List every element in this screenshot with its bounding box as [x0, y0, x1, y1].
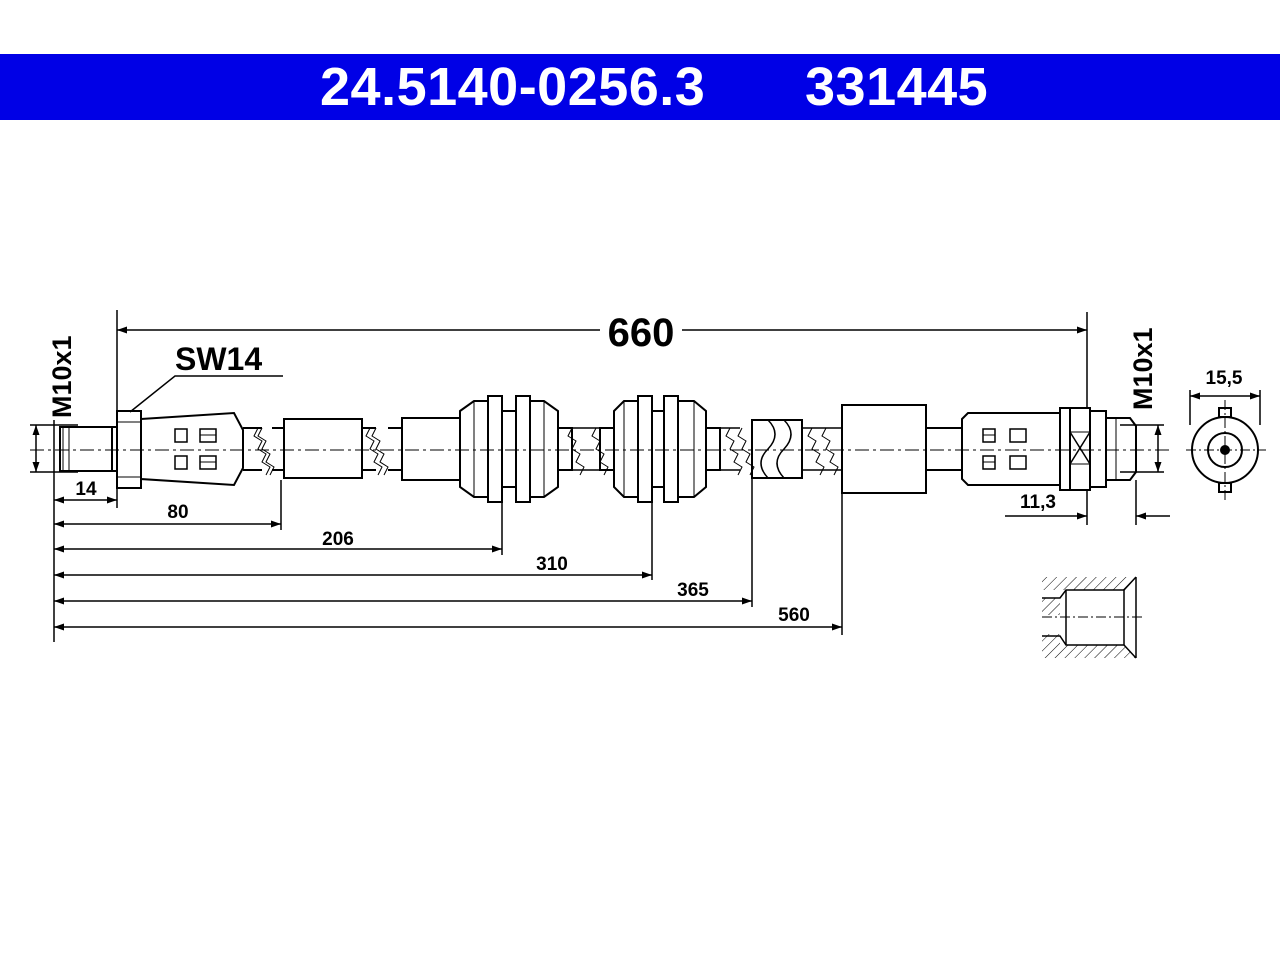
dim-label-206: 206	[322, 529, 354, 550]
dim-label-560: 560	[778, 605, 810, 626]
part-number: 24.5140-0256.3	[320, 57, 706, 117]
left-thread-label: M10x1	[47, 335, 77, 418]
overall-length-label: 660	[608, 311, 675, 355]
dim-label-14: 14	[75, 479, 97, 500]
hose-clip	[751, 419, 803, 479]
dim-label-310: 310	[536, 554, 568, 575]
dim-label-365: 365	[677, 580, 709, 601]
wrench-size-leader	[129, 375, 283, 413]
hose-sleeve-1	[283, 418, 363, 479]
wrench-size-label: SW14	[175, 341, 262, 377]
end-view	[1186, 390, 1266, 500]
right-fitting	[961, 407, 1137, 491]
port-section-detail	[1042, 576, 1145, 659]
dim-label-80: 80	[167, 502, 188, 523]
end-offset-label: 11,3	[1020, 492, 1056, 513]
bracket-2	[599, 395, 721, 503]
right-thread-label: M10x1	[1128, 327, 1158, 410]
reference-number: 331445	[805, 57, 989, 117]
hose-sleeve-2	[841, 404, 927, 494]
left-fitting	[59, 410, 244, 489]
diameter-label: 15,5	[1206, 368, 1243, 389]
bracket-1	[401, 395, 573, 503]
title-bar: 24.5140-0256.3 331445	[0, 54, 1280, 120]
